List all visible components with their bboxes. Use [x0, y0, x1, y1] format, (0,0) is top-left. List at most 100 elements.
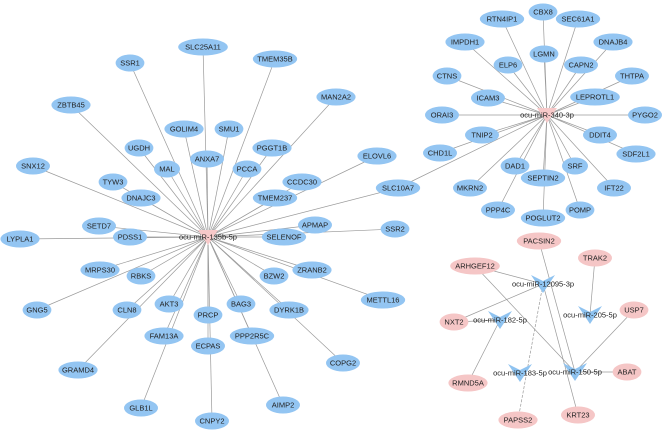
edge-ocu-mir-340-3p-capn2 [546, 64, 582, 116]
node-man2a2[interactable]: MAN2A2 [316, 88, 356, 106]
node-srf[interactable]: SRF [562, 157, 588, 175]
node-lypla1[interactable]: LYPLA1 [0, 230, 40, 248]
node-lgmn[interactable]: LGMN [529, 45, 559, 63]
node-anxa7[interactable]: ANXA7 [190, 150, 224, 168]
node-usp7[interactable]: USP7 [619, 301, 649, 319]
node-snx12[interactable]: SNX12 [16, 157, 50, 175]
node-pggt1b[interactable]: PGGT1B [252, 139, 292, 157]
node-rbks[interactable]: RBKS [126, 267, 156, 285]
node-setd7[interactable]: SETD7 [82, 217, 116, 235]
node-golim4[interactable]: GOLIM4 [164, 120, 204, 138]
node-rmnd5a[interactable]: RMND5A [448, 374, 488, 392]
node-poglut2[interactable]: POGLUT2 [520, 209, 566, 227]
node-thtpa[interactable]: THTPA [615, 67, 649, 85]
node-cnpy2[interactable]: CNPY2 [195, 412, 229, 430]
node-mkrn2[interactable]: MKRN2 [453, 179, 487, 197]
node-ppp4c[interactable]: PPP4C [481, 201, 515, 219]
mirna-ocu-mir-183-5p[interactable]: ocu-miR-183-5p [493, 364, 547, 382]
node-orai3[interactable]: ORAI3 [425, 106, 459, 124]
node-bag3[interactable]: BAG3 [226, 295, 256, 313]
node-ift22[interactable]: IFT22 [597, 179, 631, 197]
node-mettl16[interactable]: METTL16 [360, 291, 406, 309]
node-zbtb45[interactable]: ZBTB45 [51, 96, 91, 114]
node-tmem35b[interactable]: TMEM35B [252, 50, 298, 68]
node-akt3[interactable]: AKT3 [154, 295, 184, 313]
node-label: DYRK1B [274, 306, 304, 315]
node-ssr2[interactable]: SSR2 [380, 220, 410, 238]
edge-ocu-mir-340-3p-ift22 [546, 114, 615, 189]
node-elovl6[interactable]: ELOVL6 [357, 147, 397, 165]
node-krt23[interactable]: KRT23 [561, 406, 595, 424]
node-copg2[interactable]: COPG2 [326, 354, 360, 372]
node-tyw3[interactable]: TYW3 [98, 173, 128, 191]
node-tnip2[interactable]: TNIP2 [465, 126, 499, 144]
node-ellipse [423, 144, 457, 162]
node-impdh1[interactable]: IMPDH1 [445, 33, 485, 51]
node-zranb2[interactable]: ZRANB2 [292, 261, 332, 279]
node-elp6[interactable]: ELP6 [493, 56, 523, 74]
node-abat[interactable]: ABAT [612, 363, 642, 381]
node-label: GNG5 [26, 306, 47, 315]
node-ellipse [82, 217, 116, 235]
node-ppp2r5c[interactable]: PPP2R5C [229, 327, 275, 345]
node-nxt2[interactable]: NXT2 [439, 313, 469, 331]
edge-ocu-mir-135b-5p-zbtb45 [70, 104, 209, 238]
hub-ocu-mir-340-3p[interactable]: ocu-miR-340-3p [520, 108, 574, 123]
node-apmap[interactable]: APMAP [298, 216, 332, 234]
node-dad1[interactable]: DAD1 [500, 157, 530, 175]
node-cln8[interactable]: CLN8 [112, 301, 142, 319]
node-smu1[interactable]: SMU1 [214, 120, 244, 138]
node-fam13a[interactable]: FAM13A [144, 327, 184, 345]
node-label: MAL [159, 165, 174, 174]
mirna-marker [198, 230, 218, 245]
node-bzw2[interactable]: BZW2 [259, 267, 289, 285]
node-ctns[interactable]: CTNS [432, 67, 462, 85]
mirna-ocu-mir-150-5p[interactable]: ocu-miR-150-5p [548, 363, 602, 381]
node-arhgef12[interactable]: ARHGEF12 [450, 257, 500, 275]
mirna-ocu-mir-12095-3p[interactable]: ocu-miR-12095-3p [512, 275, 574, 293]
mirna-ocu-mir-205-5p[interactable]: ocu-miR-205-5p [563, 306, 617, 324]
node-ecpas[interactable]: ECPAS [191, 337, 225, 355]
node-papss2[interactable]: PAPSS2 [498, 411, 538, 429]
node-ddit4[interactable]: DDIT4 [583, 126, 617, 144]
node-selenof[interactable]: SELENOF [261, 228, 307, 246]
node-mal[interactable]: MAL [154, 160, 180, 178]
node-pdss1[interactable]: PDSS1 [113, 228, 147, 246]
node-rtn4ip1[interactable]: RTN4IP1 [479, 10, 525, 28]
node-pacsin2[interactable]: PACSIN2 [516, 232, 562, 250]
hub-ocu-mir-135b-5p[interactable]: ocu-miR-135b-5p [179, 230, 237, 245]
node-cbx8[interactable]: CBX8 [528, 3, 558, 21]
node-gramd4[interactable]: GRAMD4 [58, 361, 98, 379]
node-tmem237[interactable]: TMEM237 [252, 189, 298, 207]
node-ugdh[interactable]: UGDH [124, 139, 154, 157]
node-pomp[interactable]: POMP [565, 201, 595, 219]
node-label: USP7 [624, 306, 644, 315]
node-slc10a7[interactable]: SLC10A7 [375, 179, 421, 197]
node-label: ocu-miR-205-5p [563, 311, 617, 320]
node-dnajb4[interactable]: DNAJB4 [593, 33, 633, 51]
node-septin2[interactable]: SEPTIN2 [520, 169, 566, 187]
node-chd1l[interactable]: CHD1L [423, 144, 457, 162]
node-ssr1[interactable]: SSR1 [115, 54, 145, 72]
node-label: ocu-miR-135b-5p [179, 233, 237, 242]
node-pygo2[interactable]: PYGO2 [628, 106, 662, 124]
node-dnajc3[interactable]: DNAJC3 [121, 189, 161, 207]
node-gng5[interactable]: GNG5 [22, 301, 52, 319]
node-capn2[interactable]: CAPN2 [564, 56, 598, 74]
node-sec61a1[interactable]: SEC61A1 [555, 10, 601, 28]
node-aimp2[interactable]: AIMP2 [266, 396, 300, 414]
node-dyrk1b[interactable]: DYRK1B [269, 301, 309, 319]
node-leprotl1[interactable]: LEPROTL1 [570, 88, 620, 106]
node-pcca[interactable]: PCCA [232, 160, 262, 178]
edge-arhgef12-ocu-mir-150-5p [474, 265, 576, 373]
node-mrps30[interactable]: MRPS30 [80, 261, 120, 279]
node-prcp[interactable]: PRCP [193, 306, 223, 324]
node-trak2[interactable]: TRAK2 [578, 249, 612, 267]
node-icam3[interactable]: ICAM3 [471, 89, 505, 107]
node-ccdc30[interactable]: CCDC30 [282, 173, 322, 191]
mirna-ocu-mir-182-5p[interactable]: ocu-miR-182-5p [473, 311, 527, 329]
node-glb1l[interactable]: GLB1L [124, 399, 158, 417]
node-label: ABAT [617, 368, 636, 377]
node-slc25a11[interactable]: SLC25A11 [178, 38, 228, 56]
node-sdf2l1[interactable]: SDF2L1 [616, 145, 656, 163]
